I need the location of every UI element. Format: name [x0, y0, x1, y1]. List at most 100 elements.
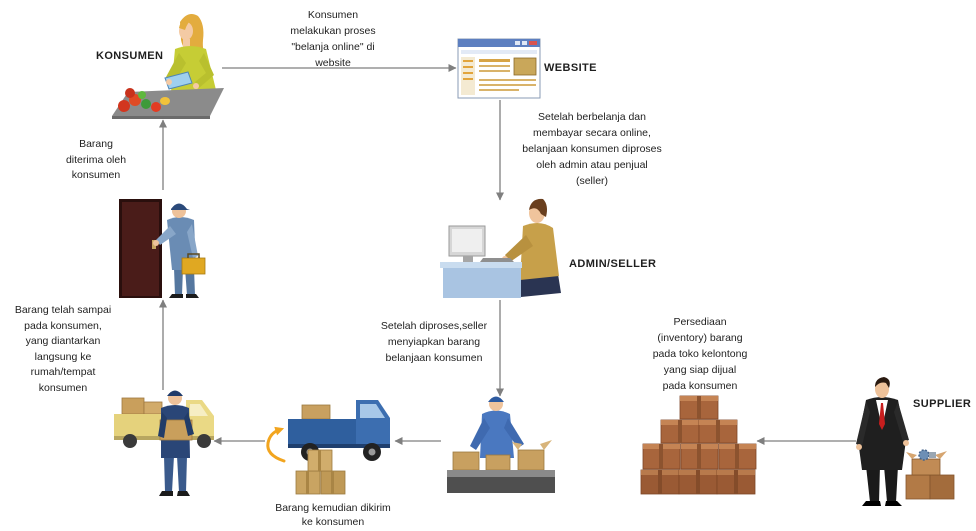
caption-line: oleh admin atau penjual [536, 159, 648, 171]
inventory-box [642, 443, 681, 470]
inventory-box [698, 419, 738, 444]
supplier-right-arm [894, 402, 909, 442]
shopper-bangs [179, 17, 193, 30]
caption-line: pada konsumen [662, 380, 738, 392]
supplier-box [905, 474, 931, 500]
supplier-open-box [911, 458, 941, 476]
inventory-box [640, 469, 680, 495]
maximize-icon [522, 41, 527, 45]
label-website: WEBSITE [544, 62, 597, 74]
supplier-hair [875, 377, 890, 388]
box-tape [331, 471, 334, 494]
packer-left-arm [470, 418, 490, 450]
label-supplier: SUPPLIER [913, 398, 972, 410]
caption-seller-prepares: Setelah diproses,seller menyiapkan baran… [359, 318, 509, 366]
label-admin-seller: ADMIN/SELLER [569, 258, 657, 270]
supplier-hand [903, 440, 909, 446]
inventory-box [679, 395, 719, 420]
seller-at-computer-illustration [440, 198, 561, 298]
desk-front [443, 268, 521, 298]
supplier-face [875, 380, 889, 398]
minimize-icon [515, 41, 520, 45]
shopper-left-arm [166, 53, 186, 83]
curved-dispatch-arrow-icon [266, 426, 286, 463]
supplier-item [929, 452, 936, 458]
content-line [463, 60, 473, 62]
courier-shoes [159, 491, 190, 496]
truck-chassis [288, 444, 390, 448]
caption-delivered: Barang telah sampai pada konsumen, yang … [0, 303, 126, 396]
caption-shipping: Barang kemudian dikirim ke konsumen [263, 501, 403, 529]
caption-line: pada toko kelontong [652, 348, 748, 360]
open-package-box [517, 449, 545, 471]
packer-cap [488, 396, 504, 402]
content-line [479, 65, 510, 67]
caption-line: Konsumen [307, 9, 359, 21]
seller-legs [518, 274, 561, 297]
caption-line: pada konsumen, [24, 319, 102, 332]
supplier-legs [866, 466, 898, 502]
browser-window-icon [457, 38, 541, 99]
produce-apple [151, 102, 161, 112]
caption-line: Persediaan [673, 316, 727, 328]
courier-truck-box [143, 401, 163, 415]
conveyor-top [447, 470, 555, 477]
window-title-bar [458, 39, 540, 47]
shopping-item [164, 71, 193, 90]
content-line [479, 84, 536, 86]
caption-line: (inventory) barang [657, 332, 743, 344]
caption-line: yang diantarkan [25, 335, 101, 347]
truck-wheel-hub [368, 448, 376, 456]
produce-greens [141, 99, 151, 109]
content-line [479, 59, 510, 62]
blue-delivery-truck-illustration [288, 400, 390, 461]
supplier-hand [856, 444, 862, 450]
handyman-cap [171, 203, 190, 210]
inventory-box [680, 443, 719, 470]
toolbox-icon [181, 257, 206, 275]
caption-line: Barang telah sampai [14, 304, 112, 316]
shipping-boxes-illustration [295, 449, 346, 495]
caption-line: konsumen [38, 381, 88, 394]
caption-line: website [315, 57, 351, 69]
courier-truck-wheel [123, 434, 137, 448]
content-line [479, 79, 536, 81]
caption-line: menyiapkan barang [387, 336, 481, 348]
box-flap [512, 440, 552, 450]
caption-line: (seller) [575, 175, 609, 187]
caption-line: rumah/tempat [30, 366, 96, 378]
produce-tomato [118, 100, 130, 112]
truck-window [360, 404, 385, 418]
supplier-tie [879, 403, 885, 430]
courier-truck-window [190, 404, 208, 416]
supplier-suit [858, 397, 906, 470]
caption-line: belanjaan konsumen [385, 352, 483, 364]
shopper-hand [166, 79, 172, 85]
box-tape [318, 450, 321, 471]
caption-line: belanjaan konsumen diproses [522, 143, 662, 155]
toolbox-handle [187, 253, 200, 258]
caption-line: Setelah berbelanja dan [537, 111, 646, 123]
shopper-right-arm [195, 53, 214, 88]
content-line [463, 66, 473, 68]
packing-worker-illustration [447, 396, 555, 493]
produce-tomato [125, 88, 135, 98]
courier-truck-wheel [197, 434, 211, 448]
courier-illustration [114, 390, 214, 496]
inventory-box [678, 469, 718, 495]
close-icon [529, 41, 537, 45]
inventory-box [718, 443, 757, 470]
package-box [485, 454, 511, 471]
gear-icon [918, 449, 930, 461]
inventory-box [716, 469, 756, 495]
caption-inventory: Persediaan (inventory) barang pada toko … [630, 314, 770, 394]
caption-line: yang siap dijual [663, 364, 737, 376]
produce-lemon [160, 97, 170, 105]
caption-order-processing: Setelah berbelanja dan membayar secara o… [510, 109, 674, 189]
box-pile-illustration [640, 395, 757, 495]
inventory-box [660, 419, 700, 444]
supplier-left-arm [856, 402, 870, 446]
window-address-bar [461, 50, 537, 54]
caption-line: melakukan proses [290, 25, 376, 37]
